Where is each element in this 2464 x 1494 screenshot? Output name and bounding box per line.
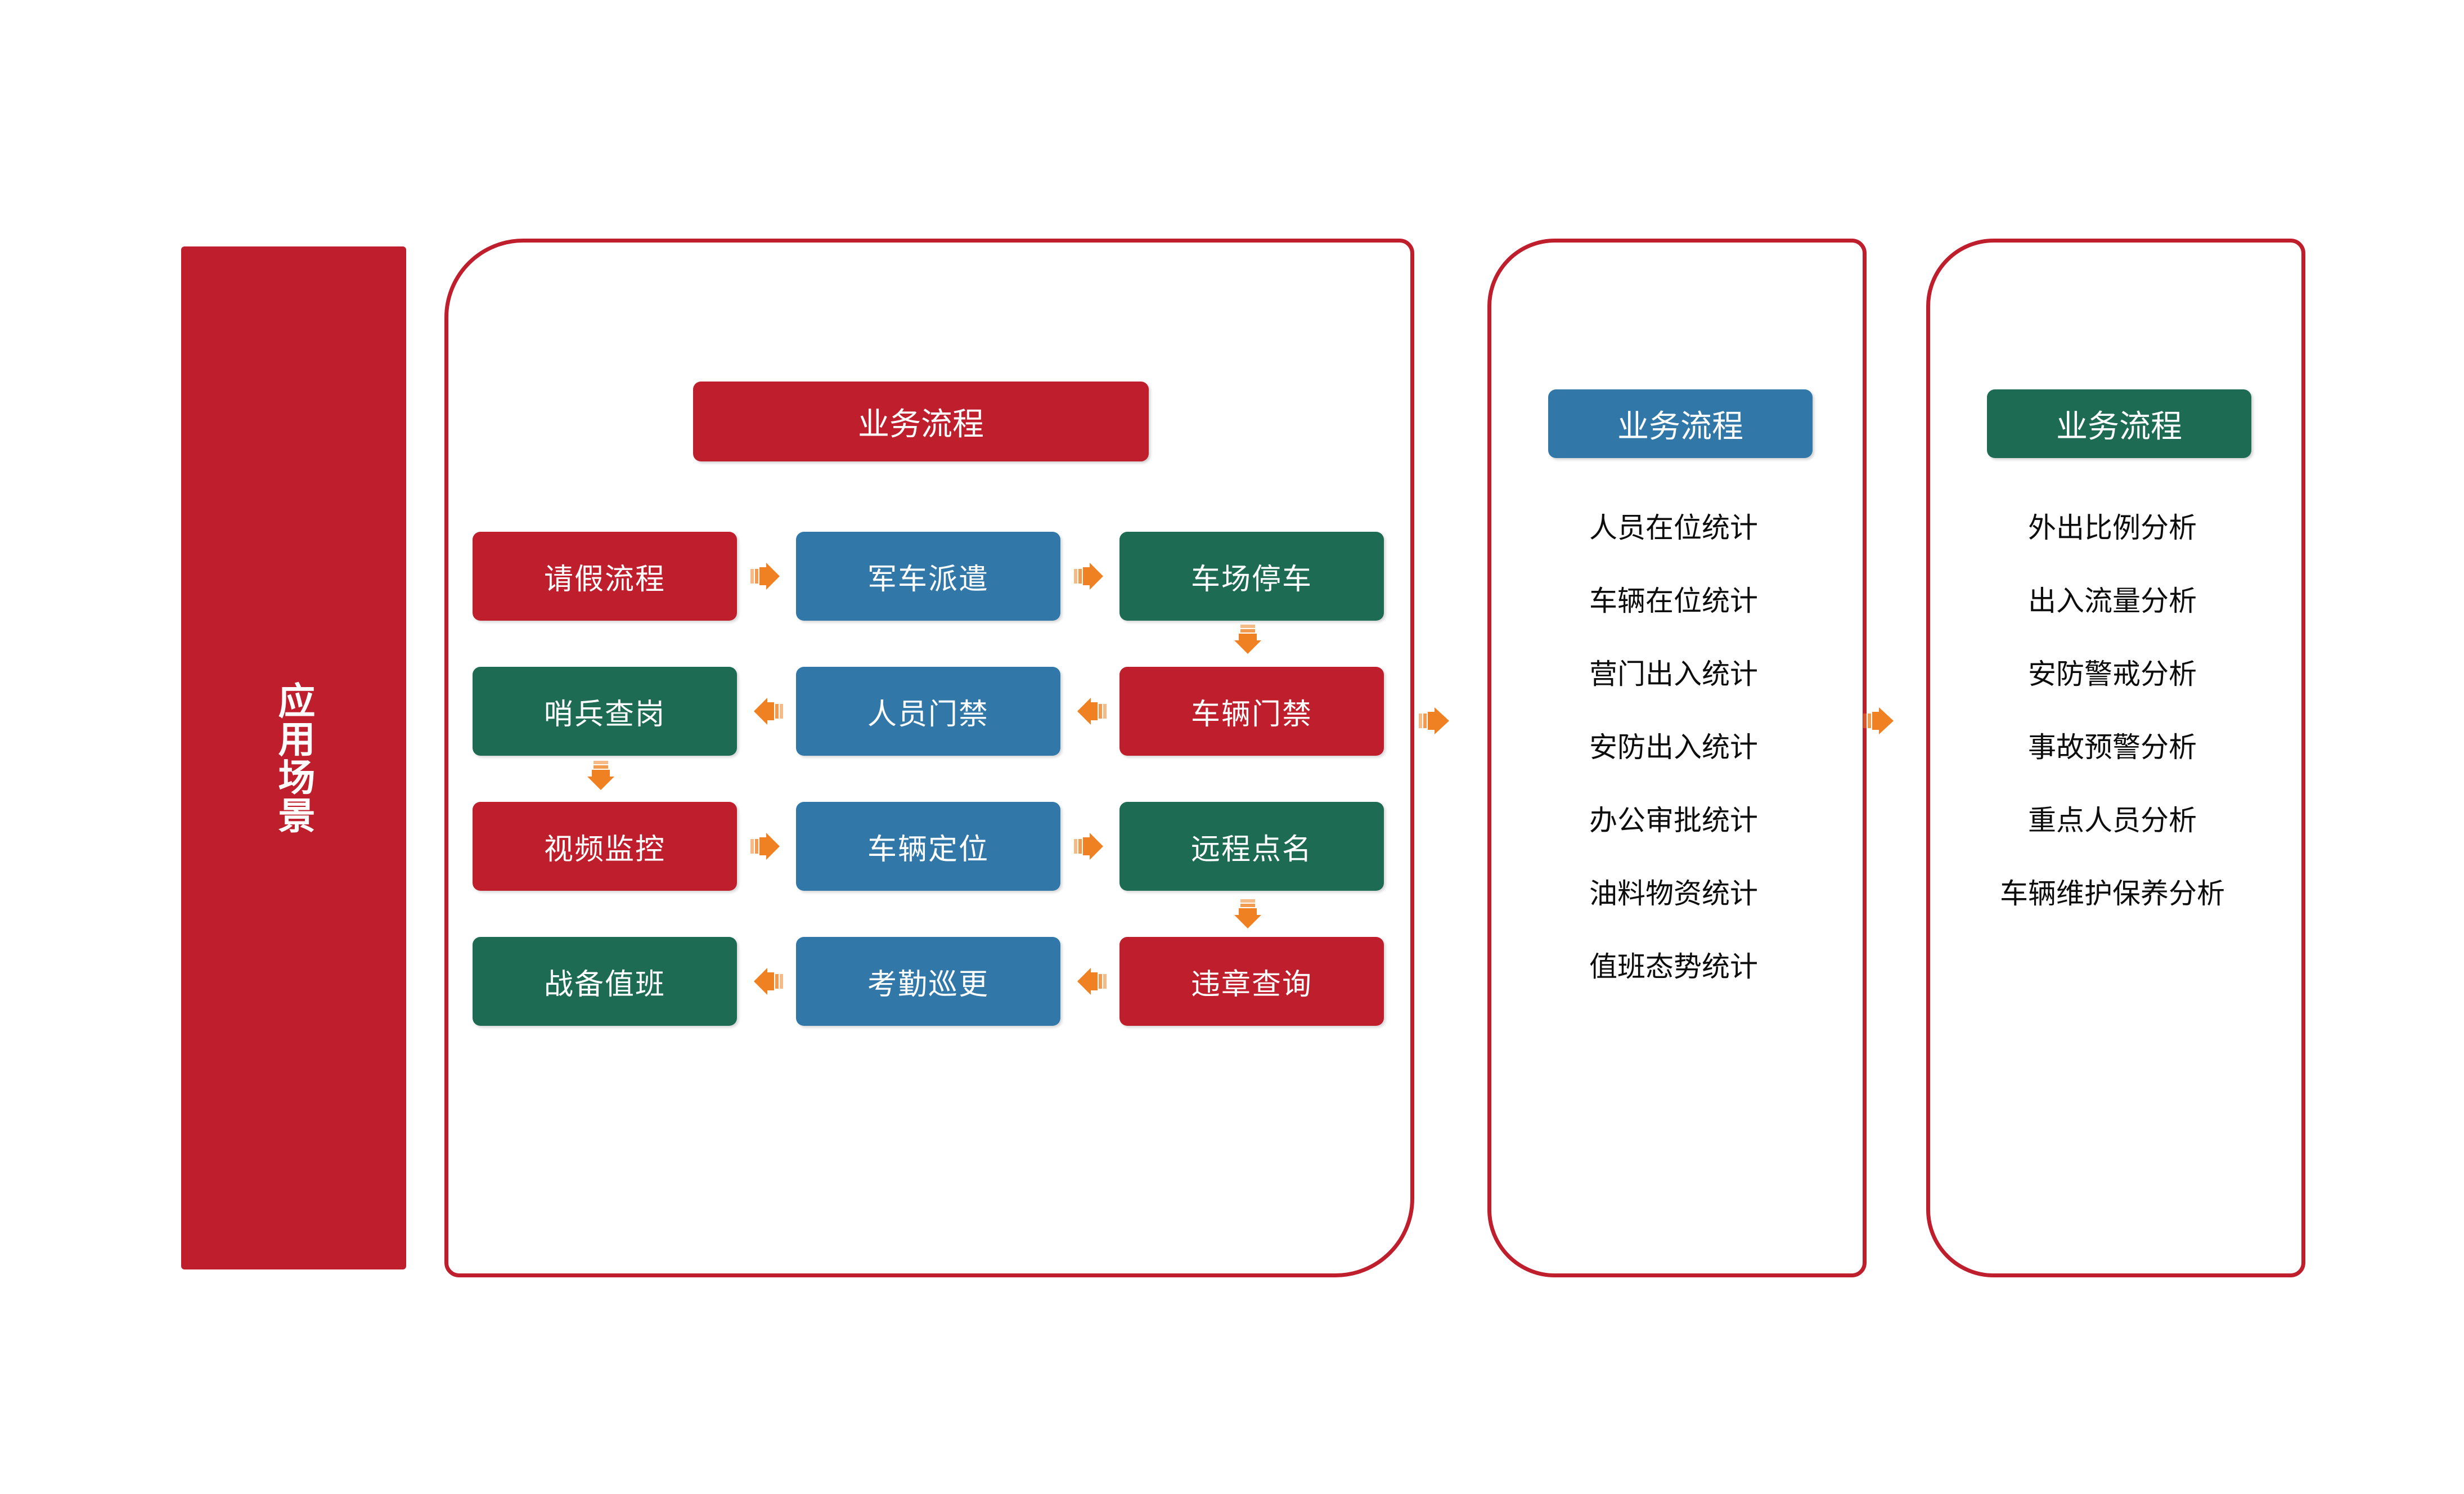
list-item[interactable]: 事故预警分析 [2028,732,2197,763]
panel-statistics-header-label: 业务流程 [1617,408,1743,444]
process-row: 视频监控 车辆定位 [473,799,1384,894]
process-row: 哨兵查岗 人员门禁 [473,664,1384,759]
process-box-label: 车辆门禁 [1190,698,1312,731]
connector-slot [737,937,796,1026]
process-box-label: 人员门禁 [867,698,989,731]
panel-analysis-header: 业务流程 [1987,389,2251,458]
list-item[interactable]: 营门出入统计 [1589,658,1758,690]
list-item[interactable]: 重点人员分析 [2028,805,2197,836]
process-box[interactable]: 远程点名 [1119,802,1384,891]
arrow-down-icon [1232,625,1264,657]
statistics-list: 人员在位统计 车辆在位统计 营门出入统计 安防出入统计 办公审批统计 油料物资统… [1496,506,1851,988]
arrow-left-icon [750,966,783,997]
arrow-left-icon [1074,696,1107,727]
arrow-right-icon [750,560,783,592]
process-box[interactable]: 视频监控 [473,802,737,891]
process-box[interactable]: 战备值班 [473,937,737,1026]
arrow-down-icon [585,761,617,793]
process-box-label: 军车派遣 [867,563,989,596]
arrow-right-icon [1073,560,1107,592]
arrow-down-icon [1232,899,1264,932]
process-box[interactable]: 违章查询 [1119,937,1384,1026]
connector-slot [737,532,796,621]
arrow-right-icon [1073,831,1107,862]
list-item[interactable]: 出入流量分析 [2028,585,2197,617]
connector-slot [737,667,796,756]
process-box[interactable]: 哨兵查岗 [473,667,737,756]
connector-slot [737,802,796,891]
process-box[interactable]: 考勤巡更 [796,937,1060,1026]
panel-business-flow-header: 业务流程 [693,382,1149,461]
process-box-label: 哨兵查岗 [543,698,666,731]
connector-slot [1060,667,1119,756]
arrow-right-icon [1863,705,1898,737]
panel-analysis-header-label: 业务流程 [2056,408,2182,444]
panel-statistics-header: 业务流程 [1548,389,1813,458]
process-box[interactable]: 人员门禁 [796,667,1060,756]
process-box[interactable]: 军车派遣 [796,532,1060,621]
process-box[interactable]: 请假流程 [473,532,737,621]
arrow-right-icon [750,831,783,862]
arrow-left-icon [1074,966,1107,997]
list-item[interactable]: 人员在位统计 [1589,512,1758,544]
process-box-label: 请假流程 [543,563,666,596]
connector-slot [1060,532,1119,621]
analysis-list: 外出比例分析 出入流量分析 安防警戒分析 事故预警分析 重点人员分析 车辆维护保… [1935,506,2290,915]
list-item[interactable]: 安防警戒分析 [2028,658,2197,690]
list-item[interactable]: 车辆在位统计 [1589,585,1758,617]
list-item[interactable]: 办公审批统计 [1589,805,1758,836]
process-grid: 请假流程 军车派遣 [473,529,1384,1029]
process-box-label: 战备值班 [543,968,666,1001]
process-box-label: 违章查询 [1190,968,1312,1001]
process-row: 请假流程 军车派遣 [473,529,1384,623]
process-row: 战备值班 考勤巡更 [473,934,1384,1029]
application-scenario-label: 应用场景 [273,681,315,835]
panel-business-flow-header-label: 业务流程 [858,406,984,442]
list-item[interactable]: 油料物资统计 [1589,878,1758,909]
process-box[interactable]: 车辆门禁 [1119,667,1384,756]
list-item[interactable]: 车辆维护保养分析 [2000,878,2225,909]
arrow-right-icon [1419,705,1454,737]
process-box-label: 远程点名 [1190,833,1312,866]
application-scenario-bar: 应用场景 [181,246,406,1269]
process-box-label: 考勤巡更 [867,968,989,1001]
list-item[interactable]: 外出比例分析 [2028,512,2197,544]
connector-slot [1060,937,1119,1026]
process-box[interactable]: 车辆定位 [796,802,1060,891]
arrow-left-icon [750,696,783,727]
connector-slot [1060,802,1119,891]
process-box-label: 视频监控 [543,833,666,866]
process-box-label: 车辆定位 [867,833,989,866]
process-box[interactable]: 车场停车 [1119,532,1384,621]
list-item[interactable]: 值班态势统计 [1589,951,1758,982]
process-box-label: 车场停车 [1190,563,1312,596]
list-item[interactable]: 安防出入统计 [1589,732,1758,763]
